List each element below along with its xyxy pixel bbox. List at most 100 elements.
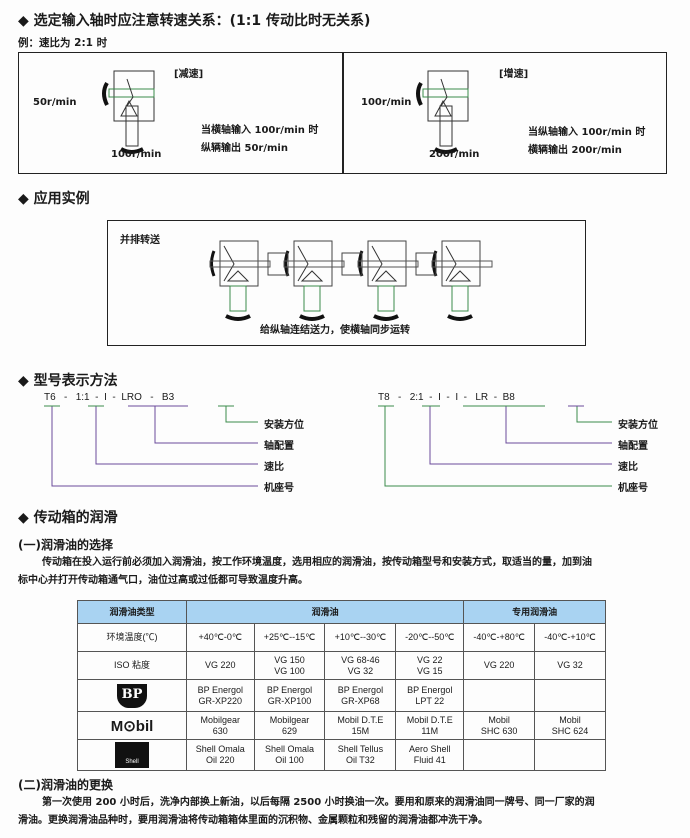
paragraph: 第一次使用 200 小时后，洗净内部换上新油，以后每隔 2500 小时换油一次。… <box>42 797 595 808</box>
cell-line: 15M <box>351 725 370 736</box>
cell-line: BP Energol <box>337 684 384 695</box>
cell-line: Fluid 41 <box>413 755 446 765</box>
cell-line: BP Energol <box>407 684 453 695</box>
cell: VG 220 <box>463 651 536 680</box>
code-part: - <box>493 392 498 403</box>
cell-line: Mobilgear <box>200 714 241 725</box>
reduction-panel: [减速] 50r/min 100r/min 当横轴输入 100r/min 时 纵… <box>18 52 344 174</box>
label-shaft-config: 轴配置 <box>618 441 648 452</box>
parallel-gearboxes-diagram <box>209 239 494 321</box>
output-speed: 100r/min <box>111 149 162 160</box>
cell-line: Mobil D.T.E <box>337 714 384 725</box>
cell-line: GR-XP68 <box>341 695 380 706</box>
cell-line: 11M <box>421 725 439 736</box>
cell-line: VG 32 <box>347 665 374 676</box>
cell <box>534 739 606 771</box>
code-part: I <box>455 392 459 403</box>
code-part: - <box>446 392 450 403</box>
cell-line: Mobilgear <box>269 714 310 725</box>
cell-line: VG 15 <box>417 665 443 676</box>
cell: +25℃--15℃ <box>253 623 326 652</box>
header-cell: 润滑油 <box>185 600 465 624</box>
section-title-lubrication: ◆ 传动箱的润滑 <box>18 510 118 526</box>
cell: VG 32 <box>534 651 606 680</box>
application-panel: 并排转送 给纵轴连结送力，使横轴同步运转 <box>107 220 586 346</box>
model-code-right: T8 - 2:1 - I - I - LR - B8 <box>378 392 515 403</box>
cell: +10℃--30℃ <box>324 623 397 652</box>
input-speed: 50r/min <box>33 97 77 108</box>
note-line-2: 纵辆输出 50r/min <box>201 143 288 154</box>
cell-line: VG 220 <box>205 660 236 670</box>
row-label: ISO 粘度 <box>77 651 187 680</box>
cell <box>463 679 536 712</box>
cell-line: Mobil <box>559 714 581 725</box>
cell: +40℃-0℃ <box>186 623 255 652</box>
label-ratio: 速比 <box>618 462 638 473</box>
label-mounting: 安装方位 <box>618 420 658 431</box>
section-title-model: ◆ 型号表示方法 <box>18 373 118 389</box>
code-part: LRO <box>121 392 142 403</box>
example-label: 例：速比为 2:1 时 <box>18 37 108 49</box>
cell-line: GR-XP100 <box>267 695 312 706</box>
section-title-speed: ◆ 选定输入轴时应注意转速关系：(1:1 传动比时无关系) <box>18 13 371 29</box>
shell-logo: Shell <box>77 739 187 771</box>
cell: -40℃-+10℃ <box>534 623 606 652</box>
cell <box>534 679 606 712</box>
subsection-oil-change: (二)润滑油的更换 <box>18 778 113 792</box>
code-part: - <box>64 392 68 403</box>
input-speed: 100r/min <box>361 97 412 108</box>
code-part: - <box>95 392 99 403</box>
paragraph: 标中心并打开传动箱通气口，油位过高或过低都可导致温度升高。 <box>18 575 308 586</box>
reduction-tag: [减速] <box>174 69 204 80</box>
label-mounting: 安装方位 <box>264 420 304 431</box>
cell-line: Oil 220 <box>206 755 235 765</box>
code-part: - <box>150 392 154 403</box>
label-frame-size: 机座号 <box>264 483 294 494</box>
mobil-logo-text: M⊙bil <box>110 717 154 735</box>
code-part: - <box>463 392 468 403</box>
model-code-left: T6 - 1:1 - I - LRO - B3 <box>44 392 174 403</box>
cell-line: VG 100 <box>274 665 305 676</box>
cell: -20℃--50℃ <box>395 623 465 652</box>
cell-line: VG 68-46 <box>341 654 380 665</box>
paragraph: 滑油。更换润滑油品种时，要用润滑油将传动箱箱体里面的沉积物、金属颗粒和残留的润滑… <box>18 815 488 826</box>
code-part: 2:1 <box>409 392 424 403</box>
bp-logo-text: BP <box>116 683 148 708</box>
cell-line: Shell Omala <box>264 744 315 754</box>
cell-line: Shell Tellus <box>337 744 384 754</box>
code-part: - <box>112 392 116 403</box>
header-cell: 专用润滑油 <box>463 600 606 624</box>
header-cell: 润滑油类型 <box>77 600 187 624</box>
label-shaft-config: 轴配置 <box>264 441 294 452</box>
note-line-2: 横辆输出 200r/min <box>528 145 622 156</box>
gearbox-diagram <box>102 70 155 154</box>
application-caption: 给纵轴连结送力，使横轴同步运转 <box>260 325 410 336</box>
cell-line: VG 220 <box>483 660 515 670</box>
bp-logo: BP <box>77 679 187 712</box>
cell: -40℃-+80℃ <box>463 623 536 652</box>
output-speed: 200r/min <box>429 149 480 160</box>
cell-line: 629 <box>281 725 298 736</box>
cell <box>463 739 536 771</box>
row-label: 环境温度(℃) <box>77 623 187 652</box>
code-part: B8 <box>502 392 515 403</box>
code-part: 1:1 <box>75 392 90 403</box>
speedup-tag: [增速] <box>499 69 529 80</box>
cell-line: Shell Omala <box>195 744 245 754</box>
cell: VG 220 <box>186 651 255 680</box>
model-code-diagram <box>44 405 612 487</box>
speedup-panel: [增速] 100r/min 200r/min 当纵轴输入 100r/min 时 … <box>342 52 667 174</box>
code-part: T8 <box>378 392 390 403</box>
cell-line: VG 22 <box>417 654 443 665</box>
